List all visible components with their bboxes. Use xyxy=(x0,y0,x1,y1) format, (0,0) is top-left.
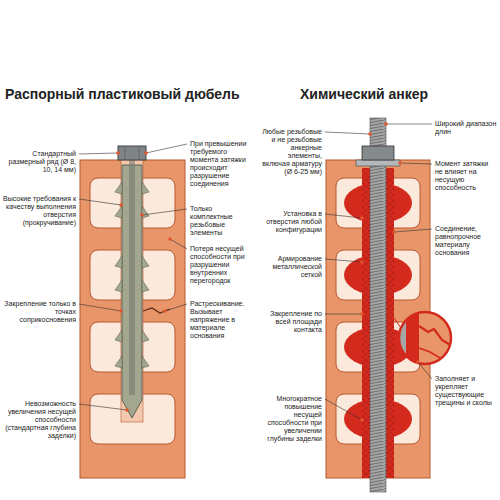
leader-line xyxy=(325,132,370,134)
dowel-barbs xyxy=(115,182,122,368)
callout-text: При превышении требуемого момента затяжк… xyxy=(190,140,255,188)
callout-text: Соединение, равнопрочное материалу основ… xyxy=(435,225,497,257)
leader-dot xyxy=(125,408,129,412)
nut xyxy=(362,146,394,160)
leader-line xyxy=(400,163,432,164)
callout-text: Широкий диапазон длин xyxy=(435,120,497,136)
washer xyxy=(356,160,400,166)
leader-dot xyxy=(384,122,388,126)
leader-line xyxy=(79,304,121,311)
leader-line xyxy=(79,404,127,410)
callout-text: Установка в отверстия любой конфигурации xyxy=(259,210,322,234)
leader-line xyxy=(386,124,432,125)
brick-left xyxy=(80,160,185,478)
leader-line xyxy=(79,153,118,154)
leader-line xyxy=(325,399,362,420)
drill-hole xyxy=(121,160,143,422)
leader-dot xyxy=(168,237,172,241)
leader-line xyxy=(325,259,362,262)
callout-text: Только комплектные резьбовые элементы xyxy=(190,205,255,237)
callout-text: Закрепление по всей площади контакта xyxy=(259,310,322,334)
panel-title: Химический анкер xyxy=(300,86,490,103)
callout-text: Растрескивание. Вызывает напряжение в ма… xyxy=(190,300,255,340)
screw-core xyxy=(129,160,135,395)
plastic-dowel xyxy=(115,146,170,418)
threaded-rod xyxy=(370,118,386,492)
leader-line xyxy=(79,199,121,205)
leader-line xyxy=(170,239,187,249)
leader-dot xyxy=(116,151,120,155)
leader-dot xyxy=(398,161,402,165)
hex-head xyxy=(118,146,146,160)
callout-text: Момент затяжки не влияет на несущую спос… xyxy=(435,160,497,192)
brick-body xyxy=(80,160,185,478)
rod-thread xyxy=(370,118,386,492)
leader-line xyxy=(325,214,362,218)
leader-dot xyxy=(360,312,364,316)
callout-text: Закрепление только в точках соприкоснове… xyxy=(3,300,76,324)
callout-text: Многократное повышение несущей способнос… xyxy=(259,395,322,443)
leader-dot xyxy=(360,260,364,264)
leader-dot xyxy=(144,151,148,155)
leader-dot xyxy=(360,216,364,220)
hex-edge xyxy=(125,146,126,160)
magnifier xyxy=(394,312,452,364)
panel-title: Распорный пластиковый дюбель xyxy=(5,86,255,103)
crack xyxy=(143,308,170,313)
callout-text: Невозможность увеличения несущей способн… xyxy=(3,400,76,440)
leader-dot xyxy=(119,203,123,207)
leader-dot xyxy=(360,418,364,422)
callout-text: Стандартный размерный ряд (Ø 8, 10, 14 м… xyxy=(3,150,76,174)
leader-line xyxy=(394,229,432,232)
callout-text: Армирование металлической сеткой xyxy=(259,255,322,279)
leader-line xyxy=(165,304,187,311)
leader-dot xyxy=(416,360,420,364)
leader-line xyxy=(142,209,187,215)
zoom-content xyxy=(399,312,452,364)
leader-dot xyxy=(163,309,167,313)
callout-text: Высокие требования к качеству выполнения… xyxy=(3,195,76,227)
leader-line xyxy=(325,314,362,315)
leader-dot xyxy=(392,230,396,234)
leader-dot xyxy=(140,213,144,217)
zoom-ring xyxy=(399,312,451,364)
zoom-brick xyxy=(399,312,451,364)
chemical-anchor xyxy=(344,118,412,492)
zoom-line xyxy=(394,350,402,360)
leader-line xyxy=(146,144,187,153)
hex-edge xyxy=(139,146,140,160)
callout-text: Заполняет и укрепляет существующие трещи… xyxy=(435,375,497,407)
zoom-resin xyxy=(399,312,419,364)
leader-dot xyxy=(368,132,372,136)
zoom-crack xyxy=(419,326,452,346)
callout-text: Любые резьбовые и не резьбовые анкерные … xyxy=(259,128,322,176)
zoom-crack xyxy=(419,348,440,358)
dowel-barbs xyxy=(142,182,149,368)
callout-text: Потеря несущей способности при разрушени… xyxy=(190,245,255,285)
leader-line xyxy=(418,362,432,379)
zoom-line xyxy=(394,318,401,328)
leader-dot xyxy=(119,309,123,313)
